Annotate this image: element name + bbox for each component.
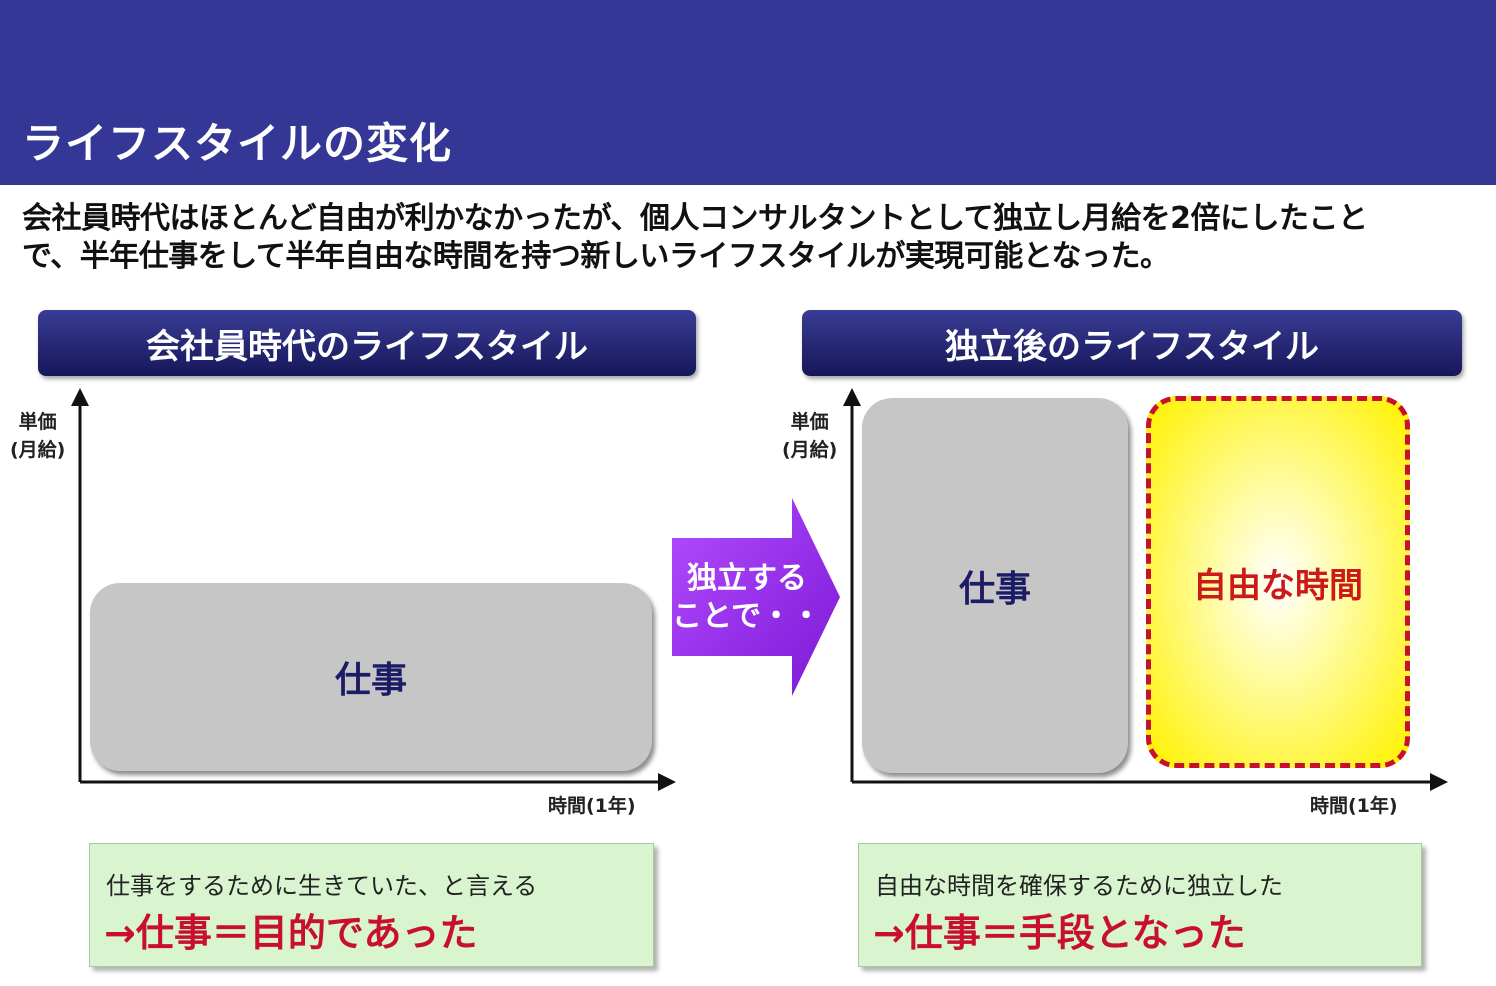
free-time-block: 自由な時間 <box>1146 396 1410 768</box>
summary-line-2: で、半年仕事をして半年自由な時間を持つ新しいライフスタイルが実現可能となった。 <box>22 239 1170 274</box>
right-y-axis-label-line1: 単価 <box>790 411 829 433</box>
right-work-block: 仕事 <box>862 398 1128 773</box>
right-y-axis-label: 単価 (月給) <box>782 408 837 464</box>
right-panel-title: 独立後のライフスタイル <box>802 310 1462 376</box>
transition-arrow <box>672 498 840 696</box>
left-y-axis-arrowhead <box>71 388 89 406</box>
left-y-axis-label-line2: (月給) <box>10 439 66 461</box>
left-x-axis-arrowhead <box>658 773 676 791</box>
left-y-axis-label: 単価 (月給) <box>10 408 65 464</box>
header-bar: ライフスタイルの変化 <box>0 0 1496 185</box>
left-x-axis-label: 時間(1年) <box>548 795 636 817</box>
left-note-line-2: →仕事＝目的であった <box>104 911 478 955</box>
left-y-axis-label-line1: 単価 <box>18 411 57 433</box>
right-note-box: 自由な時間を確保するために独立した →仕事＝手段となった <box>858 843 1422 967</box>
right-y-axis-label-line2: (月給) <box>782 439 838 461</box>
right-work-label: 仕事 <box>958 568 1031 610</box>
free-time-label: 自由な時間 <box>1193 565 1363 606</box>
transition-line-2: ことで・・・ <box>672 599 852 634</box>
right-note-line-1: 自由な時間を確保するために独立した <box>875 872 1283 900</box>
transition-text: 独立する ことで・・・ <box>672 560 852 636</box>
left-note-box: 仕事をするために生きていた、と言える →仕事＝目的であった <box>89 843 654 967</box>
page-title: ライフスタイルの変化 <box>22 119 453 168</box>
left-panel-title: 会社員時代のライフスタイル <box>38 310 696 376</box>
left-work-block: 仕事 <box>90 583 652 771</box>
transition-line-1: 独立する <box>687 561 807 596</box>
right-x-axis-label: 時間(1年) <box>1310 795 1398 817</box>
right-note-line-2: →仕事＝手段となった <box>873 911 1246 955</box>
left-note-line-1: 仕事をするために生きていた、と言える <box>106 872 538 900</box>
right-y-axis-arrowhead <box>843 388 861 406</box>
right-x-axis-arrowhead <box>1430 773 1448 791</box>
left-work-label: 仕事 <box>334 660 407 701</box>
summary-text: 会社員時代はほとんど自由が利かなかったが、個人コンサルタントとして独立し月給を2… <box>22 200 1482 276</box>
summary-line-1: 会社員時代はほとんど自由が利かなかったが、個人コンサルタントとして独立し月給を2… <box>22 201 1368 236</box>
